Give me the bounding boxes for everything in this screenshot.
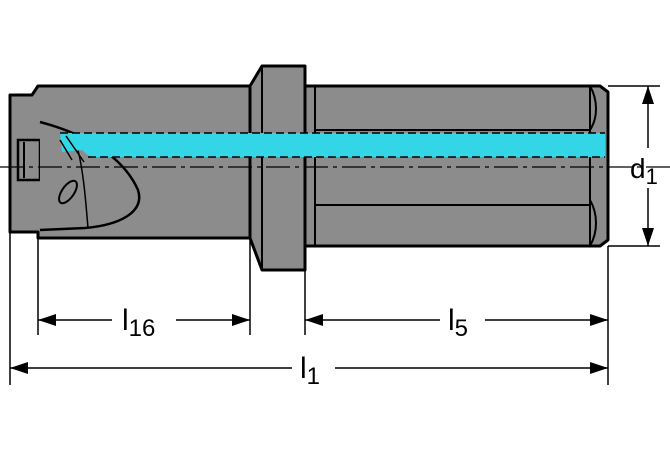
dimension-l16: l16 [38,304,250,342]
collar-flange [248,64,307,272]
coolant-channel [60,133,605,157]
dimension-l1: l1 [10,352,608,390]
l16-sub: 16 [129,315,156,342]
dimension-d1: d1 [630,86,658,246]
d1-sub: 1 [646,164,658,189]
dimension-l5: l5 [305,304,608,342]
l5-sub: 5 [455,315,468,342]
l1-sub: 1 [307,363,320,390]
l5-main: l [448,304,455,337]
d1-main: d [630,153,646,184]
l16-main: l [122,304,129,337]
svg-text:l1: l1 [300,352,320,390]
svg-text:d1: d1 [630,153,658,189]
insert-screw [58,179,78,205]
shank [303,84,610,248]
l1-main: l [300,352,307,385]
insert-pocket [16,138,42,182]
svg-text:l5: l5 [448,304,468,342]
svg-text:l16: l16 [122,304,155,342]
